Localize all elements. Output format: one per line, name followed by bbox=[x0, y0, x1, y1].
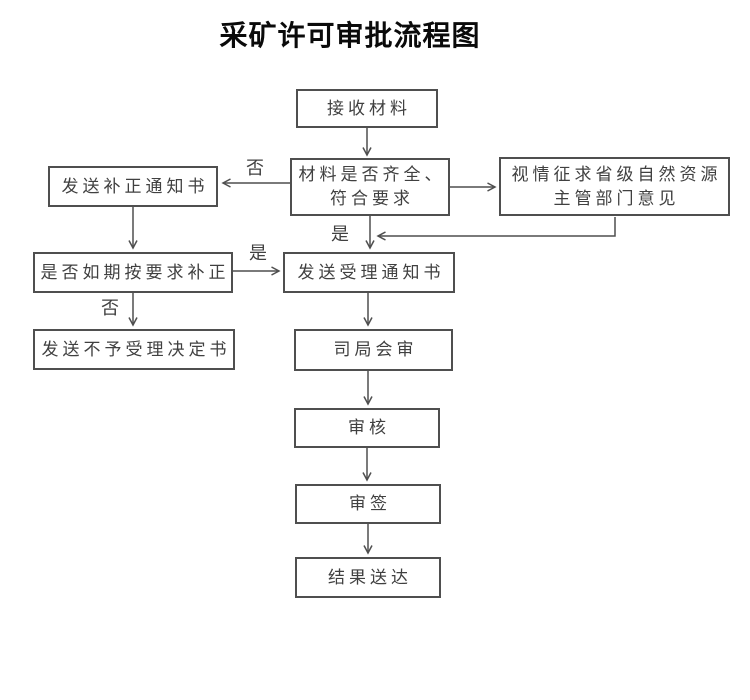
edge-label-supplement-no: 否 bbox=[101, 298, 119, 319]
node-supplement-on-time-check: 是否如期按要求补正 bbox=[33, 252, 233, 293]
node-supplement-notice: 发送补正通知书 bbox=[48, 166, 218, 207]
edge-label-check-yes: 是 bbox=[331, 224, 349, 245]
node-bureau-joint-review: 司局会审 bbox=[294, 329, 453, 371]
node-label-line2: 符合要求 bbox=[330, 189, 414, 209]
node-examine: 审核 bbox=[294, 408, 440, 448]
node-label: 发送补正通知书 bbox=[61, 176, 209, 197]
node-label-line2: 主管部门意见 bbox=[553, 188, 680, 209]
edge-consult-to-junction bbox=[376, 217, 616, 241]
node-receive-materials: 接收材料 bbox=[296, 89, 438, 128]
node-label: 发送不予受理决定书 bbox=[41, 339, 231, 360]
node-label-line1: 材料是否齐全、 bbox=[298, 165, 446, 185]
node-result-delivery: 结果送达 bbox=[295, 557, 441, 598]
node-label: 是否如期按要求补正 bbox=[40, 262, 230, 283]
node-label: 结果送达 bbox=[328, 567, 412, 588]
edge-label-supplement-yes: 是 bbox=[249, 243, 267, 264]
node-sign-approval: 审签 bbox=[295, 484, 441, 524]
node-check-materials: 材料是否齐全、 符合要求 bbox=[290, 158, 450, 216]
node-acceptance-notice: 发送受理通知书 bbox=[283, 252, 455, 293]
node-consult-provincial-authority: 视情征求省级自然资源 主管部门意见 bbox=[499, 157, 730, 216]
page-title: 采矿许可审批流程图 bbox=[219, 19, 481, 52]
node-label: 接收材料 bbox=[327, 98, 411, 119]
edge-label-check-no: 否 bbox=[246, 158, 264, 179]
node-rejection-decision: 发送不予受理决定书 bbox=[33, 329, 235, 370]
node-label-line1: 视情征求省级自然资源 bbox=[511, 164, 722, 185]
node-label: 司局会审 bbox=[333, 340, 418, 360]
node-label: 审签 bbox=[349, 494, 391, 514]
node-label: 发送受理通知书 bbox=[297, 262, 445, 283]
node-label: 审核 bbox=[348, 418, 390, 438]
